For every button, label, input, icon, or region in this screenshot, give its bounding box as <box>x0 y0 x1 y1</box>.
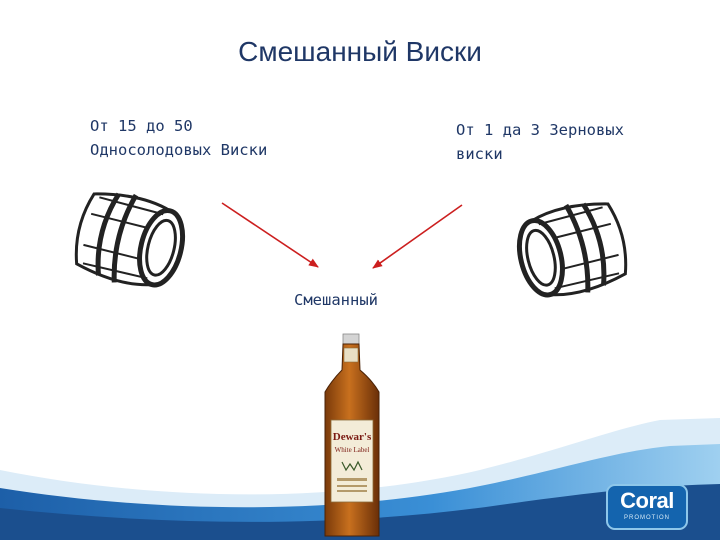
coral-promotion-logo: Coral PROMOTION <box>606 484 688 530</box>
single-malt-count: От 15 до 50 <box>90 117 193 135</box>
bottle-sub: White Label <box>335 446 370 454</box>
single-malt-label: От 15 до 50 Односолодовых Виски <box>90 114 267 162</box>
left-barrel-icon <box>74 192 186 288</box>
grain-whisky-text: виски <box>456 145 503 163</box>
grain-whisky-count: От 1 да 3 Зерновых <box>456 121 624 139</box>
arrow-left-to-center <box>221 202 319 268</box>
slide-title: Смешанный Виски <box>238 36 482 67</box>
footer-wave <box>0 418 720 540</box>
grain-whisky-label: От 1 да 3 Зерновых виски <box>456 118 624 166</box>
arrow-right-to-center <box>372 204 463 269</box>
bottle-brand: Dewar's <box>333 431 372 443</box>
single-malt-text: Односолодовых Виски <box>90 141 268 159</box>
blended-label: Смешанный <box>294 291 378 309</box>
whisky-bottle-icon: Dewar's White Label <box>324 333 380 537</box>
logo-sub: PROMOTION <box>624 515 670 521</box>
right-barrel-icon <box>516 202 628 298</box>
logo-word: Coral <box>620 488 674 513</box>
